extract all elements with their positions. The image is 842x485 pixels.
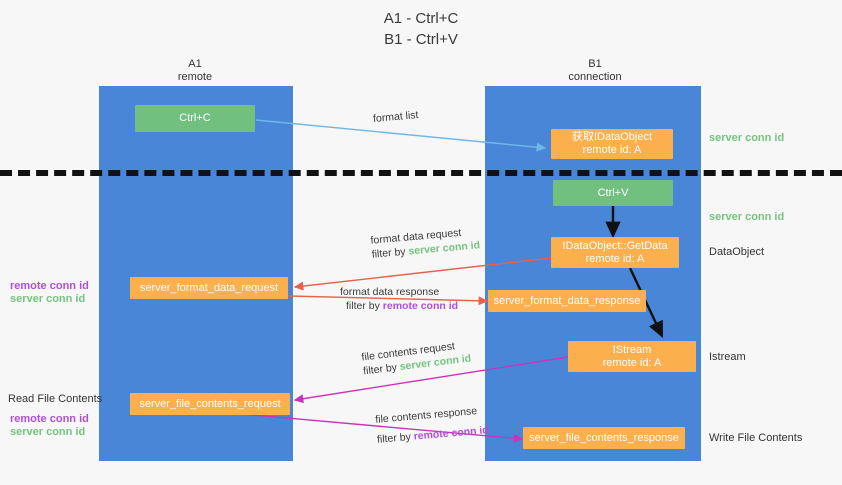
node-ctrl-v[interactable]: Ctrl+V <box>553 180 673 206</box>
node-ctrl-c[interactable]: Ctrl+C <box>135 105 255 132</box>
node-getdata-line1: IDataObject::GetData <box>562 239 668 252</box>
edge-fcreq-prefix: filter by <box>362 361 401 378</box>
edge-fdresp-line1: format data response <box>340 286 440 298</box>
node-server-format-data-request[interactable]: server_format_data_request <box>130 277 288 299</box>
edge-fdresp-line2: filter by remote conn id <box>340 299 458 313</box>
label-read-file-contents: Read File Contents <box>8 393 103 405</box>
edge-format-list-text: format list <box>372 109 419 125</box>
page-title: A1 - Ctrl+C B1 - Ctrl+V <box>0 8 842 50</box>
label-dataobject: DataObject <box>709 246 765 258</box>
node-get-idataobject[interactable]: 获取IDataObject remote id: A <box>551 129 673 159</box>
edge-fdresp-value: remote conn id <box>382 300 459 312</box>
edge-fcresp-prefix: filter by <box>376 430 415 446</box>
node-istream-line1: IStream <box>612 343 652 356</box>
node-istream[interactable]: IStream remote id: A <box>568 341 696 372</box>
node-file-req-label: server_file_contents_request <box>139 397 281 410</box>
edge-fcresp-line1: file contents response <box>374 405 478 426</box>
lane-b1-title: B1 <box>588 58 602 70</box>
label-istream: Istream <box>709 351 746 363</box>
edge-label-format-data-request: format data request filter by server con… <box>370 224 481 261</box>
node-get-idataobject-line2: remote id: A <box>582 144 642 156</box>
edge-fdresp-prefix: filter by <box>346 300 383 312</box>
lane-a1-title: A1 <box>188 58 202 70</box>
lane-header-b1: B1 connection <box>535 58 655 84</box>
node-server-file-contents-request[interactable]: server_file_contents_request <box>130 393 290 415</box>
node-istream-line2: remote id: A <box>602 356 662 369</box>
node-getdata-line2: remote id: A <box>585 252 645 265</box>
node-file-resp-label: server_file_contents_response <box>529 431 679 444</box>
label-server-conn-id-1: server conn id <box>10 293 86 305</box>
node-server-format-data-response[interactable]: server_format_data_response <box>488 290 646 312</box>
node-ctrl-c-label: Ctrl+C <box>179 112 211 124</box>
edge-label-file-contents-response: file contents response filter by remote … <box>375 403 490 447</box>
label-remote-conn-id-2: remote conn id <box>10 413 89 425</box>
edge-label-file-contents-request: file contents request filter by server c… <box>361 337 472 378</box>
lane-header-a1: A1 remote <box>135 58 255 84</box>
lane-b1-subtitle: connection <box>568 71 622 83</box>
node-ctrl-v-label: Ctrl+V <box>597 186 629 199</box>
label-server-conn-id-top: server conn id <box>709 132 785 144</box>
phase-divider <box>0 170 842 176</box>
label-server-conn-id-2: server conn id <box>10 426 86 438</box>
edge-fcresp-value: remote conn id <box>413 424 490 443</box>
title-line-2: B1 - Ctrl+V <box>384 31 458 48</box>
node-server-file-contents-response[interactable]: server_file_contents_response <box>523 427 685 449</box>
edge-fdreq-prefix: filter by <box>371 245 409 261</box>
lane-a1-subtitle: remote <box>177 71 213 83</box>
edge-label-format-data-response: format data response filter by remote co… <box>340 285 458 313</box>
label-server-conn-id-mid: server conn id <box>709 211 785 223</box>
title-line-1: A1 - Ctrl+C <box>383 10 459 27</box>
edge-label-format-list: format list <box>372 108 419 126</box>
node-fmt-req-label: server_format_data_request <box>139 281 279 294</box>
label-write-file-contents: Write File Contents <box>709 432 803 444</box>
edge-fcresp-line2: filter by remote conn id <box>376 423 490 447</box>
node-fmt-resp-label: server_format_data_response <box>493 294 641 307</box>
node-idataobject-getdata[interactable]: IDataObject::GetData remote id: A <box>551 237 679 268</box>
node-get-idataobject-line1: 获取IDataObject <box>571 131 653 143</box>
label-remote-conn-id-1: remote conn id <box>10 280 89 292</box>
